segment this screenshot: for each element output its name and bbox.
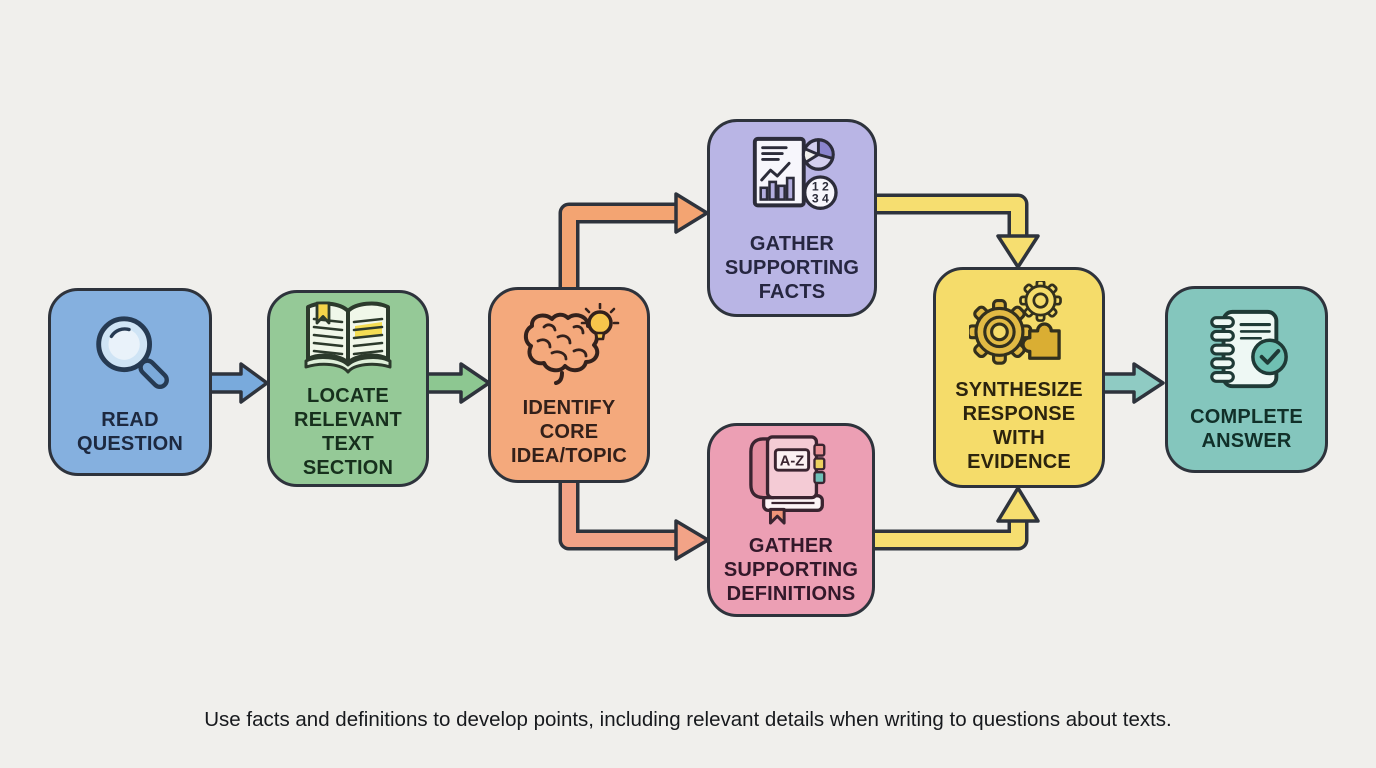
- dictionary-icon: A-Z: [749, 434, 826, 525]
- node-gather-supporting-facts: 1 2 3 4 GATHER SUPPORTING FACTS: [707, 119, 877, 317]
- caption-text: Use facts and definitions to develop poi…: [204, 708, 1172, 731]
- node-gather-supporting-definitions: A-Z GATHER SUPPORTING DEFINITIONS: [707, 423, 875, 617]
- arrow-read-to-locate: [206, 362, 269, 404]
- dictionary-cover-text: A-Z: [780, 453, 804, 469]
- arrow-definitions-to-synthesize: [872, 486, 1040, 551]
- node-read-question: READ QUESTION: [48, 288, 212, 476]
- node-label: SYNTHESIZE RESPONSE WITH EVIDENCE: [955, 379, 1083, 473]
- arrow-locate-to-identify: [425, 362, 491, 404]
- magnifier-icon: [96, 315, 169, 389]
- notebook-check-icon: [1209, 309, 1288, 389]
- node-synthesize-response: SYNTHESIZE RESPONSE WITH EVIDENCE: [933, 267, 1105, 488]
- node-label: LOCATE RELEVANT TEXT SECTION: [294, 385, 402, 479]
- node-label: COMPLETE ANSWER: [1190, 406, 1303, 452]
- node-complete-answer: COMPLETE ANSWER: [1165, 286, 1328, 473]
- node-label: IDENTIFY CORE IDEA/TOPIC: [510, 396, 628, 467]
- node-label: GATHER SUPPORTING FACTS: [724, 232, 860, 303]
- brain-lightbulb-icon: [523, 302, 620, 385]
- node-label: GATHER SUPPORTING DEFINITIONS: [723, 534, 859, 605]
- arrow-identify-to-definitions: [558, 476, 710, 561]
- open-book-icon: [304, 301, 392, 374]
- node-label: READ QUESTION: [76, 408, 184, 455]
- facts-chart-icon: 1 2 3 4: [752, 136, 838, 210]
- node-locate-text-section: LOCATE RELEVANT TEXT SECTION: [267, 290, 429, 487]
- facts-badge-text-2: 3 4: [812, 191, 829, 205]
- gears-puzzle-icon: [969, 281, 1062, 365]
- arrow-facts-to-synthesize: [872, 193, 1040, 269]
- node-identify-core-idea: IDENTIFY CORE IDEA/TOPIC: [488, 287, 650, 483]
- arrow-identify-to-facts: [558, 192, 709, 296]
- facts-badge-text-1: 1 2: [812, 179, 829, 193]
- arrow-synthesize-to-complete: [1100, 362, 1165, 404]
